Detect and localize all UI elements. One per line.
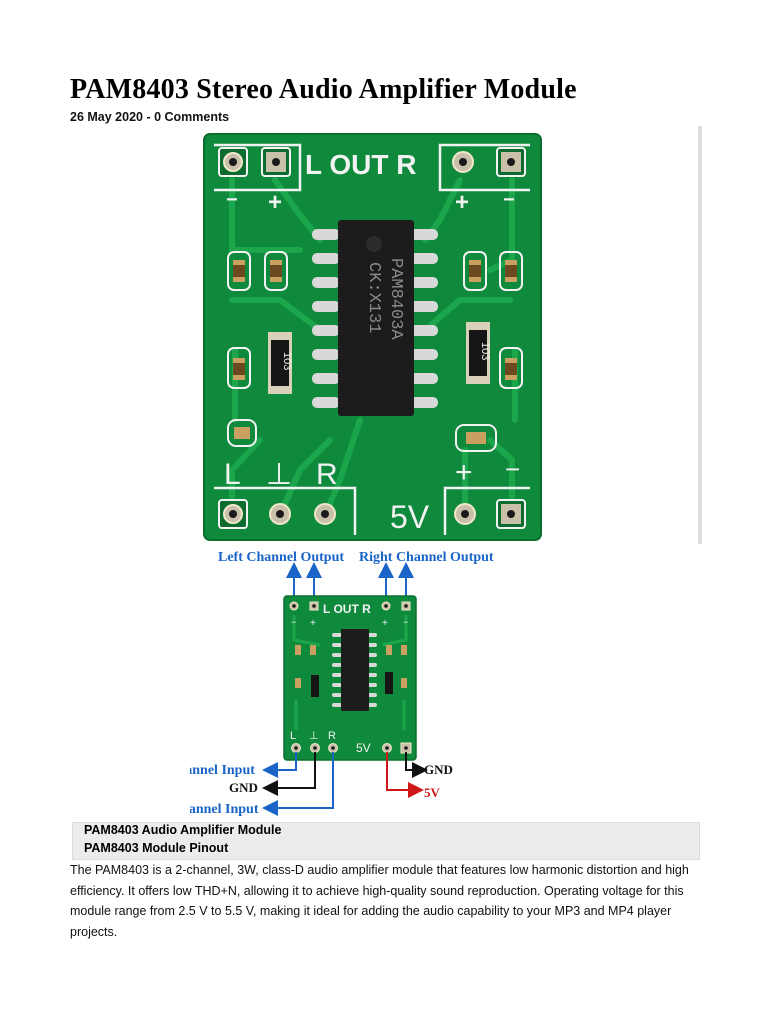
small-board-minus-left: − (291, 617, 296, 627)
caption-module: PAM8403 Audio Amplifier Module (84, 823, 282, 837)
small-board-in-r: R (328, 730, 336, 742)
chip-label-2: CK:X131 (364, 262, 383, 333)
label-gnd-right: GND (424, 762, 453, 777)
small-board-in-l: L (290, 730, 296, 742)
small-board-in-gnd: ⊥ (309, 730, 319, 742)
label-left-input: Left Channel Input (190, 763, 255, 778)
label-right-output: Right Channel Output (359, 550, 494, 565)
smd-components: 103 103 (227, 251, 523, 452)
board-photo: L OUT R − + + − (190, 126, 702, 544)
wire-5v (386, 752, 424, 798)
label-left-output: Left Channel Output (218, 550, 344, 565)
board-minus-bottom: − (505, 454, 520, 484)
label-gnd-left: GND (229, 780, 258, 795)
small-board: L OUT R − + + − (283, 595, 417, 761)
wire-right-input (262, 752, 334, 816)
resistor-right-label: 103 (479, 342, 491, 360)
board-out-label: L OUT R (305, 149, 416, 180)
wire-gnd-left (262, 752, 316, 796)
board-minus-left: − (226, 189, 238, 211)
board-in-l: L (224, 458, 241, 491)
board-plus-bottom: + (455, 456, 473, 489)
label-right-input: Right Channel Input (190, 802, 259, 817)
output-pads (218, 147, 526, 177)
article-meta: 26 May 2020 - 0 Comments (70, 110, 230, 124)
article-title: PAM8403 Stereo Audio Amplifier Module (70, 74, 577, 105)
board-in-r: R (316, 458, 338, 491)
small-board-plus-left: + (310, 618, 316, 629)
label-5v: 5V (424, 785, 441, 800)
board-in-gnd: ⊥ (266, 458, 292, 491)
small-board-5v: 5V (356, 741, 371, 755)
board-plus-right: + (455, 189, 469, 216)
small-board-minus-right: − (403, 617, 408, 627)
board-plus-left: + (268, 189, 282, 216)
caption-box (72, 822, 700, 860)
small-board-plus-right: + (382, 618, 388, 629)
caption-pinout: PAM8403 Module Pinout (84, 841, 229, 855)
resistor-left-label: 103 (281, 352, 293, 370)
chip-label-1: PAM8403A (386, 258, 405, 340)
board-minus-right: − (503, 189, 515, 211)
pam8403-chip: PAM8403A CK:X131 (312, 220, 438, 416)
input-pads (218, 499, 526, 529)
body-paragraph: The PAM8403 is a 2-channel, 3W, class-D … (70, 863, 689, 939)
wire-gnd-right (405, 752, 428, 778)
small-board-out-label: L OUT R (323, 602, 371, 616)
board-5v-label: 5V (390, 499, 430, 535)
module-figure: L OUT R − + + − (190, 126, 702, 817)
pinout-diagram: Left Channel Output Right Channel Output… (190, 550, 494, 817)
wire-left-input (262, 752, 297, 778)
